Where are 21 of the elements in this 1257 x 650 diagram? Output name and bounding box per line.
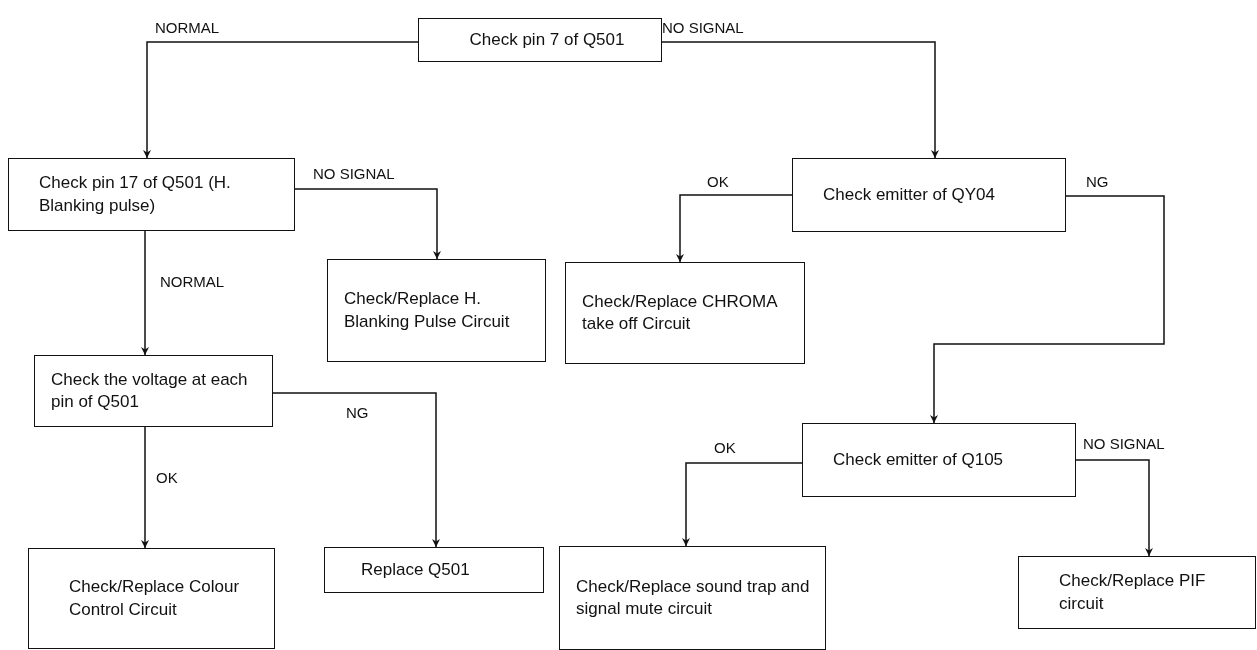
arrow (143, 41, 419, 159)
process-box: Replace Q501 (324, 547, 544, 593)
process-box: Check pin 7 of Q501 (418, 18, 662, 62)
arrow (1075, 459, 1153, 557)
process-box: Check pin 17 of Q501 (H. Blanking pulse) (8, 158, 295, 231)
process-box: Check/Replace PIF circuit (1018, 556, 1256, 629)
arrow (294, 188, 441, 260)
process-box: Check/Replace CHROMA take off Circuit (565, 262, 805, 364)
arrow (272, 392, 440, 548)
arrow (930, 195, 1165, 424)
process-box: Check emitter of QY04 (792, 158, 1066, 232)
arrow (676, 194, 793, 263)
arrow (682, 462, 803, 547)
process-box: Check/Replace Colour Control Circuit (28, 548, 275, 649)
process-box: Check/Replace sound trap and signal mute circuit (559, 546, 826, 650)
arrow (661, 41, 939, 159)
process-box: Check the voltage at each pin of Q501 (34, 355, 273, 427)
arrow (141, 426, 149, 549)
arrow (141, 230, 149, 356)
process-box: Check/Replace H. Blanking Pulse Circuit (327, 259, 546, 362)
process-box: Check emitter of Q105 (802, 423, 1076, 497)
